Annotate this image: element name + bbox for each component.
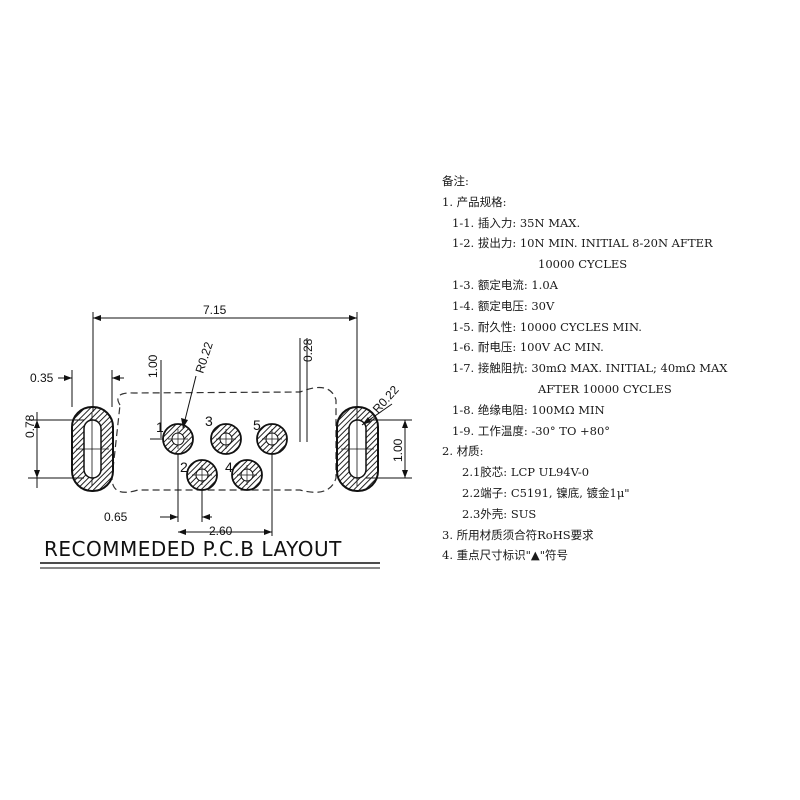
- pin-label-5: 5: [253, 417, 261, 433]
- dim-0-28: 0.28: [301, 338, 315, 362]
- pin-label-4: 4: [225, 459, 233, 475]
- dimension-lines: [28, 312, 412, 536]
- note-line: 2.1胶芯: LCP UL94V-0: [462, 465, 590, 480]
- note-line: 1-4. 额定电压: 30V: [452, 298, 555, 313]
- dim-1-00-left: 1.00: [146, 354, 160, 378]
- pin-label-2: 2: [180, 459, 188, 475]
- notes-heading: 备注:: [442, 174, 469, 188]
- pin-label-3: 3: [205, 413, 213, 429]
- note-line: AFTER 10000 CYCLES: [538, 381, 672, 396]
- note-line: 4. 重点尺寸标识"▲"符号: [442, 548, 569, 563]
- pad-5: [256, 423, 288, 455]
- note-line: 2.3外壳: SUS: [462, 506, 537, 521]
- dim-0-35: 0.35: [30, 371, 54, 385]
- pin-label-1: 1: [156, 419, 164, 435]
- dim-0-65: 0.65: [104, 510, 128, 524]
- dim-1-00-right: 1.00: [391, 438, 405, 462]
- notes-panel: 备注: 1. 产品规格: 1-1. 插入力: 35N MAX. 1-2. 拔出力…: [442, 171, 792, 566]
- dim-r0-22-left: R0.22: [193, 340, 216, 375]
- note-line: 1-9. 工作温度: -30° TO +80°: [452, 423, 611, 438]
- dim-7-15: 7.15: [203, 303, 227, 317]
- pad-1: [162, 423, 194, 455]
- pad-4: [231, 459, 263, 491]
- dim-r0-22-right: R0.22: [370, 383, 402, 416]
- layout-title: RECOMMEDED P.C.B LAYOUT: [44, 537, 342, 561]
- note-line: 2. 材质:: [442, 444, 484, 459]
- note-line: 1-5. 耐久性: 10000 CYCLES MIN.: [452, 319, 642, 334]
- note-line: 1-3. 额定电流: 1.0A: [452, 277, 558, 292]
- note-line: 10000 CYCLES: [538, 257, 628, 272]
- note-line: 3. 所用材质须合符RoHS要求: [442, 527, 594, 542]
- note-line: 1. 产品规格:: [442, 194, 507, 209]
- note-line: 1-6. 耐电压: 100V AC MIN.: [452, 340, 604, 355]
- pad-3: [210, 423, 242, 455]
- pad-2: [186, 459, 218, 491]
- left-mounting-slot: [71, 406, 114, 492]
- right-mounting-slot: [336, 406, 379, 492]
- note-line: 1-7. 接触阻抗: 30mΩ MAX. INITIAL; 40mΩ MAX: [452, 361, 728, 376]
- note-line: 2.2端子: C5191, 镍底, 镀金1μ": [462, 485, 630, 500]
- dimension-arrows: [34, 315, 408, 535]
- dim-2-60: 2.60: [209, 524, 233, 538]
- note-line: 1-2. 拔出力: 10N MIN. INITIAL 8-20N AFTER: [452, 236, 713, 251]
- dim-0-78: 0.78: [23, 414, 37, 438]
- note-line: 1-8. 绝缘电阻: 100MΩ MIN: [452, 402, 605, 417]
- note-line: 1-1. 插入力: 35N MAX.: [452, 215, 581, 230]
- connector-outline: [111, 386, 337, 493]
